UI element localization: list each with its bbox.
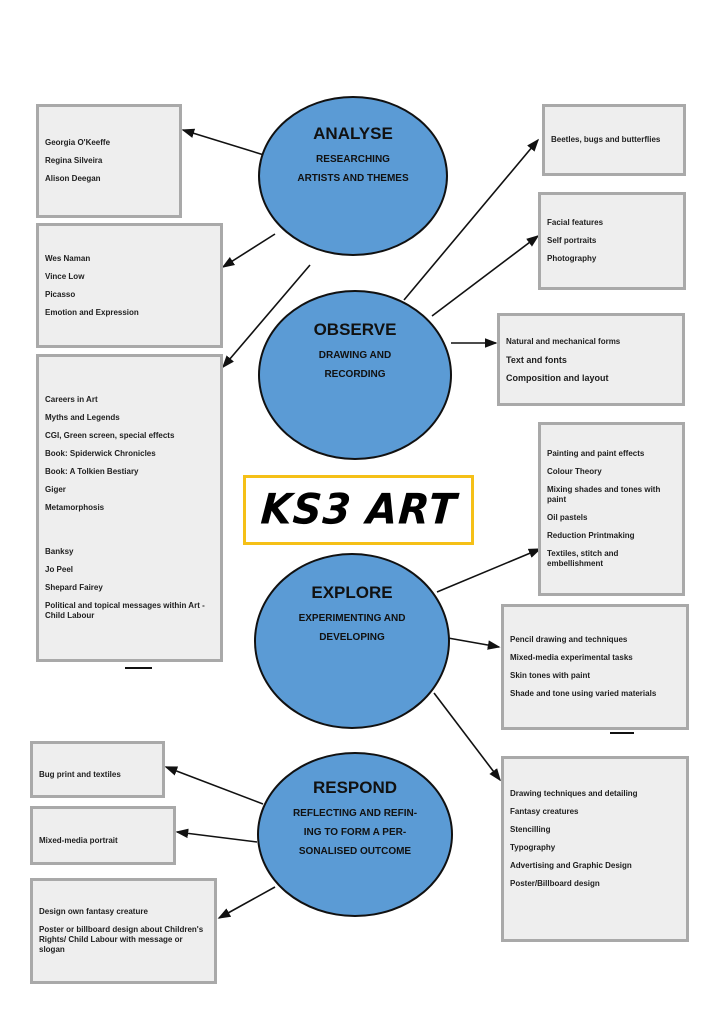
page-title: KS3 ART (258, 485, 459, 535)
list-item: Picasso (45, 289, 76, 299)
node-title: ANALYSE (313, 124, 393, 143)
list-item: Poster/Billboard design (510, 879, 600, 888)
node-title: EXPLORE (311, 583, 393, 602)
list-item: Book: A Tolkien Bestiary (45, 467, 139, 476)
explore-box-3: Drawing techniques and detailing Fantasy… (501, 756, 689, 942)
list-item: Giger (45, 485, 66, 494)
list-item: Alison Deegan (45, 174, 101, 183)
node-title: OBSERVE (313, 320, 397, 339)
node-explore: EXPLORE EXPERIMENTING AND DEVELOPING (254, 553, 450, 729)
arrow-explore-1 (436, 548, 542, 593)
list-item: Beetles, bugs and butterflies (551, 135, 661, 144)
list-item: Design own fantasy creature (39, 907, 148, 916)
list-item: Stencilling (510, 825, 551, 834)
list-item: Composition and layout (506, 372, 609, 383)
respond-box-1: Bug print and textiles (30, 741, 165, 798)
list-item: Myths and Legends (45, 413, 120, 422)
node-subtitle: DRAWING AND RECORDING (318, 350, 392, 380)
list-item: Colour Theory (547, 467, 602, 476)
arrow-analyse-1 (181, 128, 265, 156)
list-item: Oil pastels (547, 513, 588, 522)
list-item: Photography (547, 254, 597, 263)
arrow-analyse-3 (221, 264, 311, 369)
list-item: Drawing techniques and detailing (510, 789, 638, 798)
respond-box-3: Design own fantasy creature Poster or bi… (30, 878, 217, 984)
arrow-observe-2 (431, 235, 540, 317)
list-item: Mixed-media experimental tasks (510, 653, 633, 662)
list-item: Wes Naman (45, 253, 91, 263)
list-item: Painting and paint effects (547, 449, 645, 458)
list-item: Regina Silveira (45, 156, 103, 165)
arrow-respond-3 (217, 886, 276, 919)
list-item: Facial features (547, 218, 604, 227)
list-item: CGI, Green screen, special effects (45, 431, 175, 440)
arrow-respond-2 (175, 828, 258, 843)
list-item: Vince Low (45, 271, 85, 281)
list-item: Self portraits (547, 236, 597, 245)
list-item: Fantasy creatures (510, 807, 579, 816)
list-item: Text and fonts (506, 354, 567, 365)
list-item: Advertising and Graphic Design (510, 861, 632, 870)
arrow-explore-3 (433, 692, 501, 782)
analyse-box-2: Wes Naman Vince Low Picasso Emotion and … (36, 223, 223, 348)
explore-box-2: Pencil drawing and techniques Mixed-medi… (501, 604, 689, 730)
arrow-analyse-2 (221, 233, 276, 268)
analyse-box-3: Careers in Art Myths and Legends CGI, Gr… (36, 354, 223, 662)
title-banner: KS3 ART (243, 475, 474, 545)
divider-mark (125, 667, 152, 669)
node-analyse: ANALYSE RESEARCHING ARTISTS AND THEMES (258, 96, 448, 256)
respond-box-2: Mixed-media portrait (30, 806, 176, 865)
list-item: Reduction Printmaking (547, 531, 635, 540)
list-item: Skin tones with paint (510, 671, 591, 680)
node-title: RESPOND (312, 778, 398, 797)
analyse-box-1: Georgia O'Keeffe Regina Silveira Alison … (36, 104, 182, 218)
arrow-respond-1 (164, 766, 264, 805)
list-item: Georgia O'Keeffe (45, 138, 111, 147)
node-respond: RESPOND REFLECTING AND REFIN-ING TO FORM… (257, 752, 453, 917)
list-item: Banksy (45, 547, 74, 556)
list-item: Mixed-media portrait (39, 835, 118, 845)
node-subtitle: REFLECTING AND REFIN-ING TO FORM A PER-S… (292, 808, 418, 857)
observe-box-1: Beetles, bugs and butterflies (542, 104, 686, 176)
list-spacer (45, 521, 214, 539)
observe-box-3: Natural and mechanical forms Text and fo… (497, 313, 685, 406)
list-item: Emotion and Expression (45, 307, 139, 317)
list-item: Book: Spiderwick Chronicles (45, 449, 156, 458)
list-item: Mixing shades and tones with paint (547, 485, 661, 504)
observe-box-2: Facial features Self portraits Photograp… (538, 192, 686, 290)
list-item: Metamorphosis (45, 503, 105, 512)
divider-mark (610, 732, 634, 734)
arrow-explore-2 (447, 637, 501, 650)
list-item: Shepard Fairey (45, 583, 103, 592)
list-item: Pencil drawing and techniques (510, 635, 628, 644)
list-item: Shade and tone using varied materials (510, 689, 657, 698)
list-item: Bug print and textiles (39, 769, 121, 779)
list-item: Textiles, stitch and embellishment (547, 549, 619, 568)
explore-box-1: Painting and paint effects Colour Theory… (538, 422, 685, 596)
list-item: Political and topical messages within Ar… (45, 601, 205, 620)
list-item: Poster or billboard design about Childre… (39, 925, 204, 954)
list-item: Natural and mechanical forms (506, 336, 621, 346)
list-item: Careers in Art (45, 395, 98, 404)
node-subtitle: EXPERIMENTING AND DEVELOPING (298, 613, 406, 643)
arrow-observe-1 (403, 138, 540, 301)
node-subtitle: RESEARCHING ARTISTS AND THEMES (297, 154, 409, 184)
list-item: Jo Peel (45, 565, 74, 574)
node-observe: OBSERVE DRAWING AND RECORDING (258, 290, 452, 460)
list-item: Typography (510, 843, 556, 852)
